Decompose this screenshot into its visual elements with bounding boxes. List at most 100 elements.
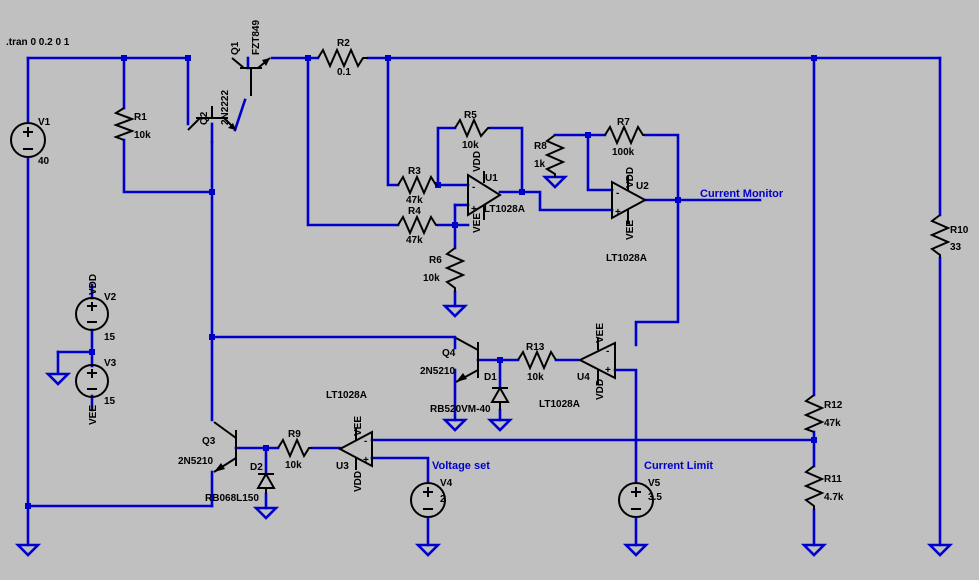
transistor-Q1 <box>231 57 271 96</box>
label-V3-value: 15 <box>104 396 116 407</box>
label-R12-value: 47k <box>824 418 841 429</box>
label-R7-name: R7 <box>617 117 630 128</box>
resistor-R9 <box>277 437 312 459</box>
label-U3-value: LT1028A <box>326 390 367 401</box>
ground-icon <box>252 506 280 520</box>
spice-directive: .tran 0 0.2 0 1 <box>6 37 70 48</box>
svg-text:+: + <box>605 365 611 376</box>
ground-symbols <box>14 175 954 557</box>
labels: .tran 0 0.2 0 1 V1 40 R1 10k R2 0.1 Q1 F… <box>6 20 969 505</box>
label-D1-value: RB520VM-40 <box>430 404 491 415</box>
label-U2-value: LT1028A <box>606 253 647 264</box>
label-R1-name: R1 <box>134 112 147 123</box>
resistor-R12 <box>803 394 825 433</box>
label-Q1-name: Q1 <box>230 41 241 55</box>
label-U3-vdd: VDD <box>353 471 364 492</box>
label-R2-value: 0.1 <box>337 67 351 78</box>
label-V3-net: VEE <box>88 405 99 425</box>
ground-icon <box>441 418 469 432</box>
label-U1-name: U1 <box>485 173 498 184</box>
voltage-sources <box>10 122 654 518</box>
label-R5-name: R5 <box>464 110 477 121</box>
svg-text:+: + <box>471 204 477 215</box>
label-R6-value: 10k <box>423 273 440 284</box>
label-R4-name: R4 <box>408 206 421 217</box>
resistors <box>113 47 951 510</box>
label-R10-name: R10 <box>950 225 969 236</box>
label-U1-vee: VEE <box>472 213 483 233</box>
net-label-current-monitor: Current Monitor <box>700 188 784 200</box>
label-R6-name: R6 <box>429 255 442 266</box>
label-V2-net: VDD <box>88 274 99 295</box>
label-U4-name: U4 <box>577 372 590 383</box>
voltage-source-V1 <box>10 122 46 158</box>
label-R12-name: R12 <box>824 400 843 411</box>
label-R3-value: 47k <box>406 195 423 206</box>
label-U1-vdd: VDD <box>472 151 483 172</box>
resistor-R3 <box>397 174 438 196</box>
label-R5-value: 10k <box>462 140 479 151</box>
label-V1-value: 40 <box>38 156 50 167</box>
label-R7-value: 100k <box>612 147 635 158</box>
resistor-R7 <box>604 124 645 146</box>
diode-D1 <box>490 385 510 410</box>
label-V3-name: V3 <box>104 358 117 369</box>
label-U2-vee: VEE <box>625 220 636 240</box>
label-Q4-name: Q4 <box>442 348 456 359</box>
ground-icon <box>486 418 514 432</box>
opamp-U4: - + <box>577 338 616 384</box>
voltage-source-V2 <box>75 297 109 331</box>
resistor-R10 <box>929 214 951 258</box>
label-V5-name: V5 <box>648 478 661 489</box>
label-U4-vee: VEE <box>595 323 606 343</box>
label-V1-name: V1 <box>38 117 51 128</box>
label-R11-value: 4.7k <box>824 492 844 503</box>
ground-icon <box>441 304 469 318</box>
label-Q1-value: FZT849 <box>251 20 262 55</box>
ground-icon <box>622 543 650 557</box>
opamp-U1: - + <box>467 171 502 220</box>
ground-icon <box>414 543 442 557</box>
label-U2-name: U2 <box>636 181 649 192</box>
label-R8-name: R8 <box>534 141 547 152</box>
svg-text:-: - <box>616 188 619 199</box>
voltage-source-V3 <box>75 364 109 398</box>
resistor-R11 <box>803 465 825 510</box>
label-R13-value: 10k <box>527 372 544 383</box>
label-R10-value: 33 <box>950 242 962 253</box>
label-R8-value: 1k <box>534 159 546 170</box>
opamp-U3: - + <box>337 428 373 470</box>
label-V5-value: 3.5 <box>648 492 662 503</box>
svg-text:-: - <box>472 182 475 193</box>
wires <box>26 56 942 547</box>
label-U4-vdd: VDD <box>595 379 606 400</box>
ground-icon <box>541 175 569 189</box>
net-label-voltage-set: Voltage set <box>432 460 490 472</box>
resistor-R8 <box>544 134 566 177</box>
label-R9-value: 10k <box>285 460 302 471</box>
label-R9-name: R9 <box>288 429 301 440</box>
diode-D2 <box>256 471 276 494</box>
net-label-current-limit: Current Limit <box>644 460 713 472</box>
opamp-U2: - + <box>611 176 648 224</box>
resistor-R13 <box>517 349 557 371</box>
svg-text:+: + <box>615 207 621 218</box>
label-D2-name: D2 <box>250 462 263 473</box>
label-V2-value: 15 <box>104 332 116 343</box>
ground-icon <box>44 372 72 386</box>
label-V4-name: V4 <box>440 478 453 489</box>
diodes <box>256 385 510 494</box>
voltage-source-V4 <box>410 482 446 518</box>
ground-icon <box>926 543 954 557</box>
label-Q3-value: 2N5210 <box>178 456 213 467</box>
label-V4-value: 2 <box>440 494 446 505</box>
label-R11-name: R11 <box>824 474 842 485</box>
label-R13-name: R13 <box>526 342 545 353</box>
svg-text:-: - <box>606 346 609 357</box>
op-amps: - + - + - + - + <box>337 171 648 470</box>
label-U2-vdd: VDD <box>625 167 636 188</box>
junctions <box>25 55 817 509</box>
label-R3-name: R3 <box>408 166 421 177</box>
transistor-Q4 <box>455 337 479 383</box>
